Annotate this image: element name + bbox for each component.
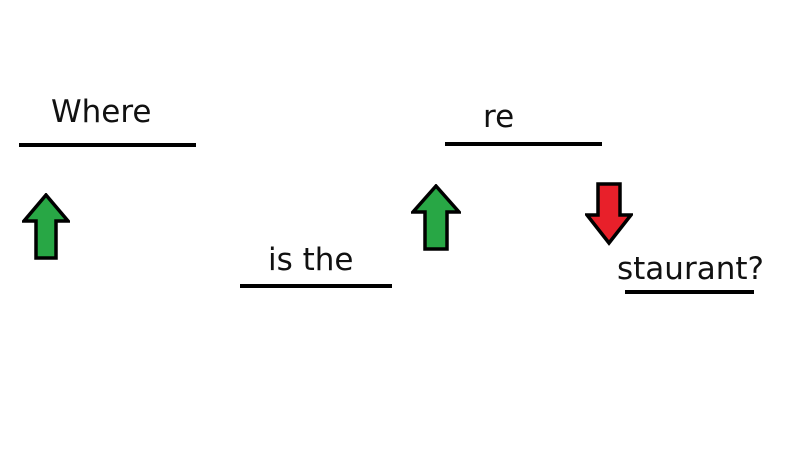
word-where: Where <box>51 94 152 130</box>
arrow-up-icon <box>411 184 461 251</box>
underline-re <box>445 142 602 146</box>
arrow-down-shape <box>585 182 633 246</box>
word-re: re <box>483 99 515 135</box>
arrow-up-shape <box>411 184 461 251</box>
underline-is-the <box>240 284 392 288</box>
underline-where <box>19 143 196 147</box>
arrow-up-shape <box>22 193 70 260</box>
arrow-up-icon <box>22 193 70 260</box>
word-staurant: staurant? <box>617 251 764 287</box>
underline-staurant <box>625 290 754 294</box>
arrow-down-icon <box>585 182 633 246</box>
word-is-the: is the <box>268 242 354 278</box>
